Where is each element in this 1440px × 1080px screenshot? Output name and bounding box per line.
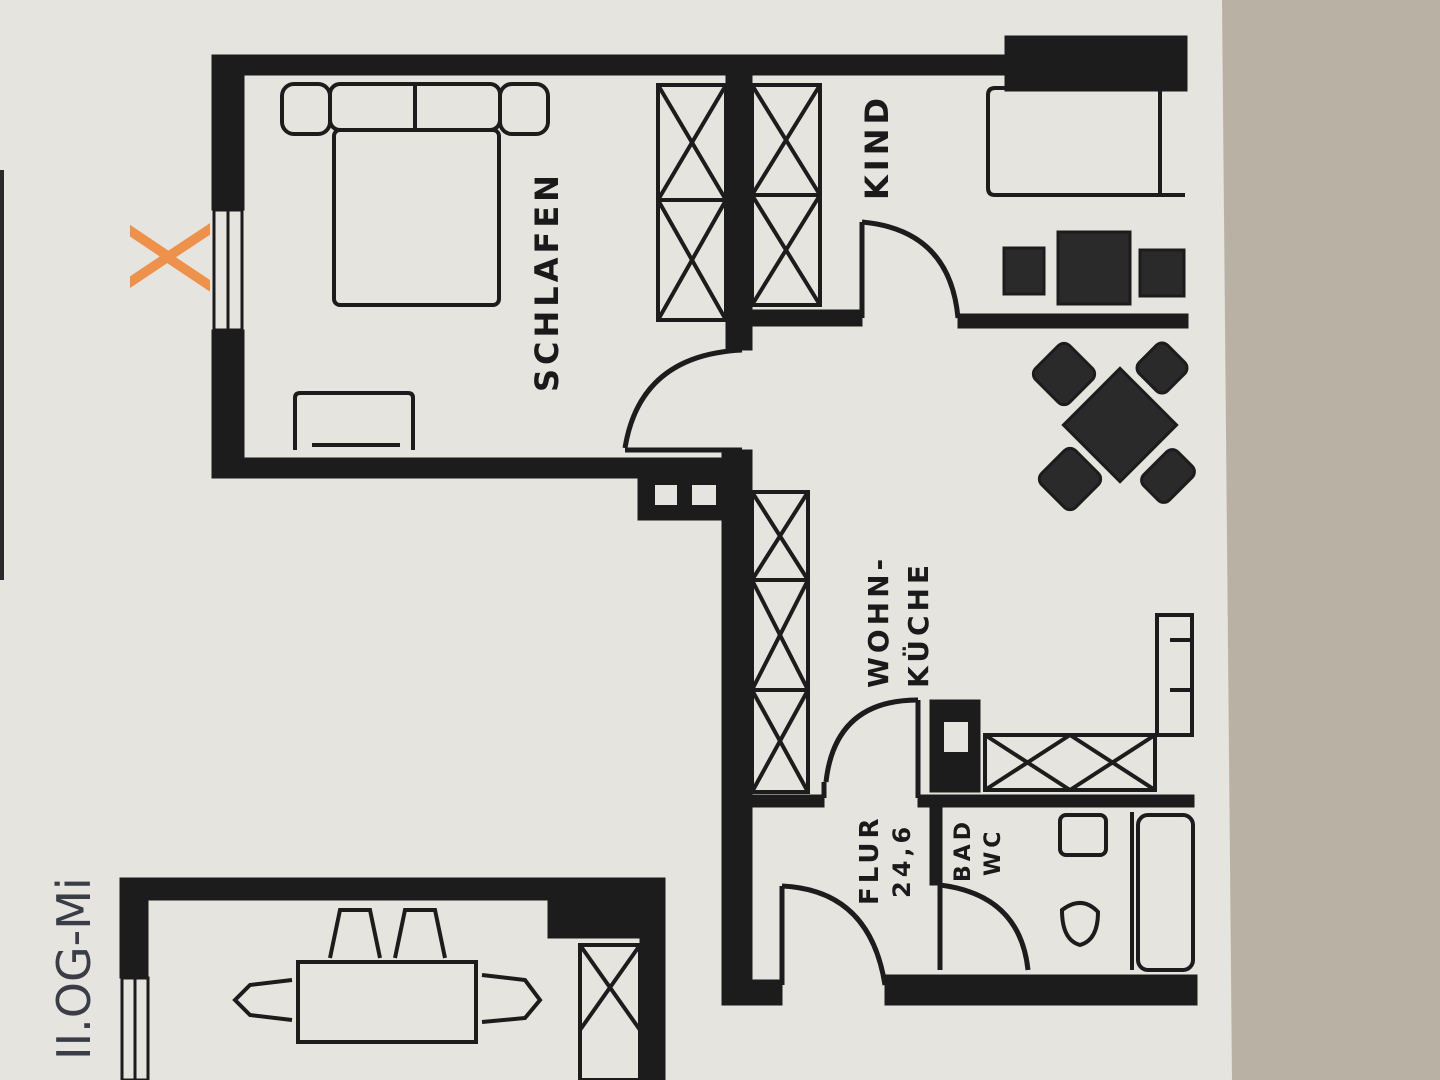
wall-kind-bottom-right [957, 313, 1189, 329]
wall-bedroom-left-upper [211, 54, 245, 211]
room-label-bad: BAD [951, 818, 976, 882]
dresser [293, 391, 415, 450]
wall-lower-top [119, 877, 666, 901]
room-label-kueche: KÜCHE [901, 561, 935, 688]
room-label-schlafen: SCHLAFEN [528, 171, 566, 392]
bed [280, 82, 550, 307]
lower-dining-set [232, 908, 543, 1044]
door-entrance [779, 883, 888, 986]
room-area-flur: 24,6 [888, 823, 916, 898]
wall-top-right-thick [1004, 35, 1188, 92]
wall-flur-bottom [721, 979, 783, 1006]
wardrobe-bedroom [656, 83, 728, 322]
paper-sheet [0, 0, 1232, 1080]
wall-unit-living [750, 490, 810, 794]
wall-lower-left [119, 877, 149, 979]
wall-lower-right [639, 877, 666, 1080]
wall-kitchen-bottom [751, 794, 825, 808]
room-label-wohn: WOHN- [862, 555, 895, 688]
lower-chimney [547, 899, 641, 939]
orange-x-marker: X [108, 220, 236, 295]
wall-pillar-window-2 [692, 485, 716, 505]
room-label-flur: FLUR [855, 814, 885, 905]
wall-bedroom-kind-divider [725, 74, 753, 351]
bath-fixtures [1058, 812, 1195, 972]
door-kitchen [821, 697, 921, 798]
wall-bedroom-left-lower [211, 329, 245, 476]
desk-kind [1002, 230, 1186, 306]
wall-bath-bottom [884, 974, 1198, 1006]
wall-pillar [637, 471, 731, 521]
paper-left-edge [0, 170, 4, 580]
floor-plan [119, 35, 1198, 1080]
wall-bath-left [929, 804, 943, 886]
wardrobe-kind [750, 83, 822, 307]
dining-table [1031, 341, 1196, 512]
window-bedroom [212, 208, 244, 332]
bed-kind [986, 86, 1185, 197]
table-edge-shadow [1210, 0, 1440, 1080]
wall-bedroom-top [211, 54, 1013, 76]
kitchen-counter [983, 613, 1194, 792]
window-lower [120, 976, 150, 1080]
room-label-wc: WC [981, 828, 1006, 876]
wall-kitchen-bath [917, 794, 1195, 808]
door-bath [937, 882, 1031, 971]
wall-kind-bottom [751, 309, 863, 327]
room-label-kind: KIND [858, 94, 896, 200]
lower-cabinet [578, 943, 642, 1080]
wall-pillar-window [655, 485, 677, 505]
door-kind [859, 219, 961, 319]
wall-living-left [721, 449, 753, 1006]
kitchen-chimney-inner [944, 722, 968, 752]
handwritten-floor-note: II.OG-Mi [47, 877, 101, 1060]
